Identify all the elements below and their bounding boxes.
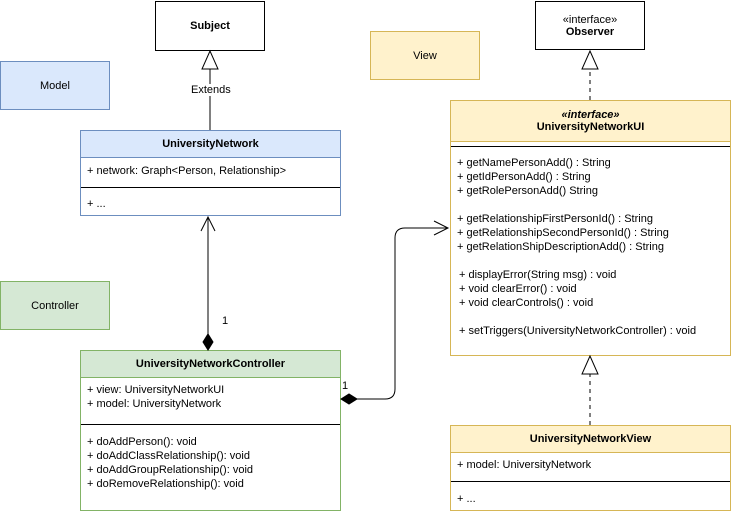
ui-interface-method: + getRelationshipSecondPersonId() : Stri… [457, 227, 669, 239]
legend-controller: Controller [0, 281, 110, 330]
view-class-attribute: + model: UniversityNetwork [457, 459, 592, 471]
observer-interface: «interface» Observer [535, 1, 645, 50]
ui-interface-stereotype: «interface» [561, 109, 620, 121]
multiplicity-right: 1 [342, 380, 349, 392]
controller-header: UniversityNetworkController [81, 351, 340, 378]
ui-interface-method: + void clearControls() : void [459, 297, 594, 309]
university-network-attribute: + network: Graph<Person, Relationship> [87, 165, 287, 177]
controller-method: + doAddClassRelationship(): void [87, 450, 250, 462]
view-class-header: UniversityNetworkView [451, 426, 730, 453]
ui-interface-method: + getRelationshipFirstPersonId() : Strin… [457, 213, 653, 225]
realization-view-ui-arrowhead [581, 354, 599, 375]
extends-label: Extends [190, 84, 232, 96]
ui-interface-header: «interface» UniversityNetworkUI [451, 101, 730, 142]
ui-interface-method: + setTriggers(UniversityNetworkControlle… [459, 325, 697, 337]
observer-stereotype: «interface» [562, 13, 618, 26]
ui-interface-method: + displayError(String msg) : void [459, 269, 617, 281]
composition-ui-diamond [340, 393, 358, 405]
university-network-method: + ... [87, 198, 106, 210]
view-class-name: UniversityNetworkView [529, 433, 652, 445]
composition-model-arrowhead [200, 215, 216, 232]
legend-view: View [370, 31, 480, 80]
controller-method: + doAddGroupRelationship(): void [87, 464, 254, 476]
composition-ui-arrowhead [433, 220, 450, 236]
legend-model: Model [0, 61, 110, 110]
ui-interface-class: «interface» UniversityNetworkUI + getNam… [450, 100, 731, 356]
university-network-class: UniversityNetwork + network: Graph<Perso… [80, 130, 341, 216]
ui-interface-name: UniversityNetworkUI [536, 121, 645, 133]
multiplicity-upper: 1 [222, 315, 229, 327]
legend-view-label: View [413, 49, 437, 62]
ui-interface-method: + void clearError() : void [459, 283, 577, 295]
ui-interface-method: + getIdPersonAdd() : String [457, 171, 591, 183]
controller-separator [81, 424, 340, 425]
subject-name: Subject [190, 20, 230, 32]
extends-arrowhead [201, 49, 219, 70]
view-class: UniversityNetworkView + model: Universit… [450, 425, 731, 511]
legend-model-label: Model [40, 79, 70, 92]
view-class-separator [451, 481, 730, 482]
realization-ui-observer-arrowhead [581, 49, 599, 70]
view-class-method: + ... [457, 493, 476, 505]
legend-controller-label: Controller [31, 299, 79, 312]
controller-attribute: + view: UniversityNetworkUI [87, 384, 225, 396]
ui-interface-method: + getRolePersonAdd() String [457, 185, 598, 197]
ui-interface-separator [451, 146, 730, 147]
controller-method: + doAddPerson(): void [87, 436, 197, 448]
subject-class: Subject [155, 1, 265, 51]
ui-interface-method: + getNamePersonAdd() : String [457, 157, 611, 169]
controller-attribute: + model: UniversityNetwork [87, 398, 222, 410]
ui-interface-method: + getRelationShipDescriptionAdd() : Stri… [457, 241, 664, 253]
composition-ui-line [357, 227, 447, 400]
composition-model-diamond [202, 333, 214, 351]
university-network-header: UniversityNetwork [81, 131, 340, 158]
university-network-separator [81, 187, 340, 188]
observer-name: Observer [565, 25, 615, 38]
university-network-name: UniversityNetwork [162, 138, 259, 150]
controller-class: UniversityNetworkController + view: Univ… [80, 350, 341, 511]
controller-method: + doRemoveRelationship(): void [87, 478, 244, 490]
controller-name: UniversityNetworkController [135, 358, 286, 370]
